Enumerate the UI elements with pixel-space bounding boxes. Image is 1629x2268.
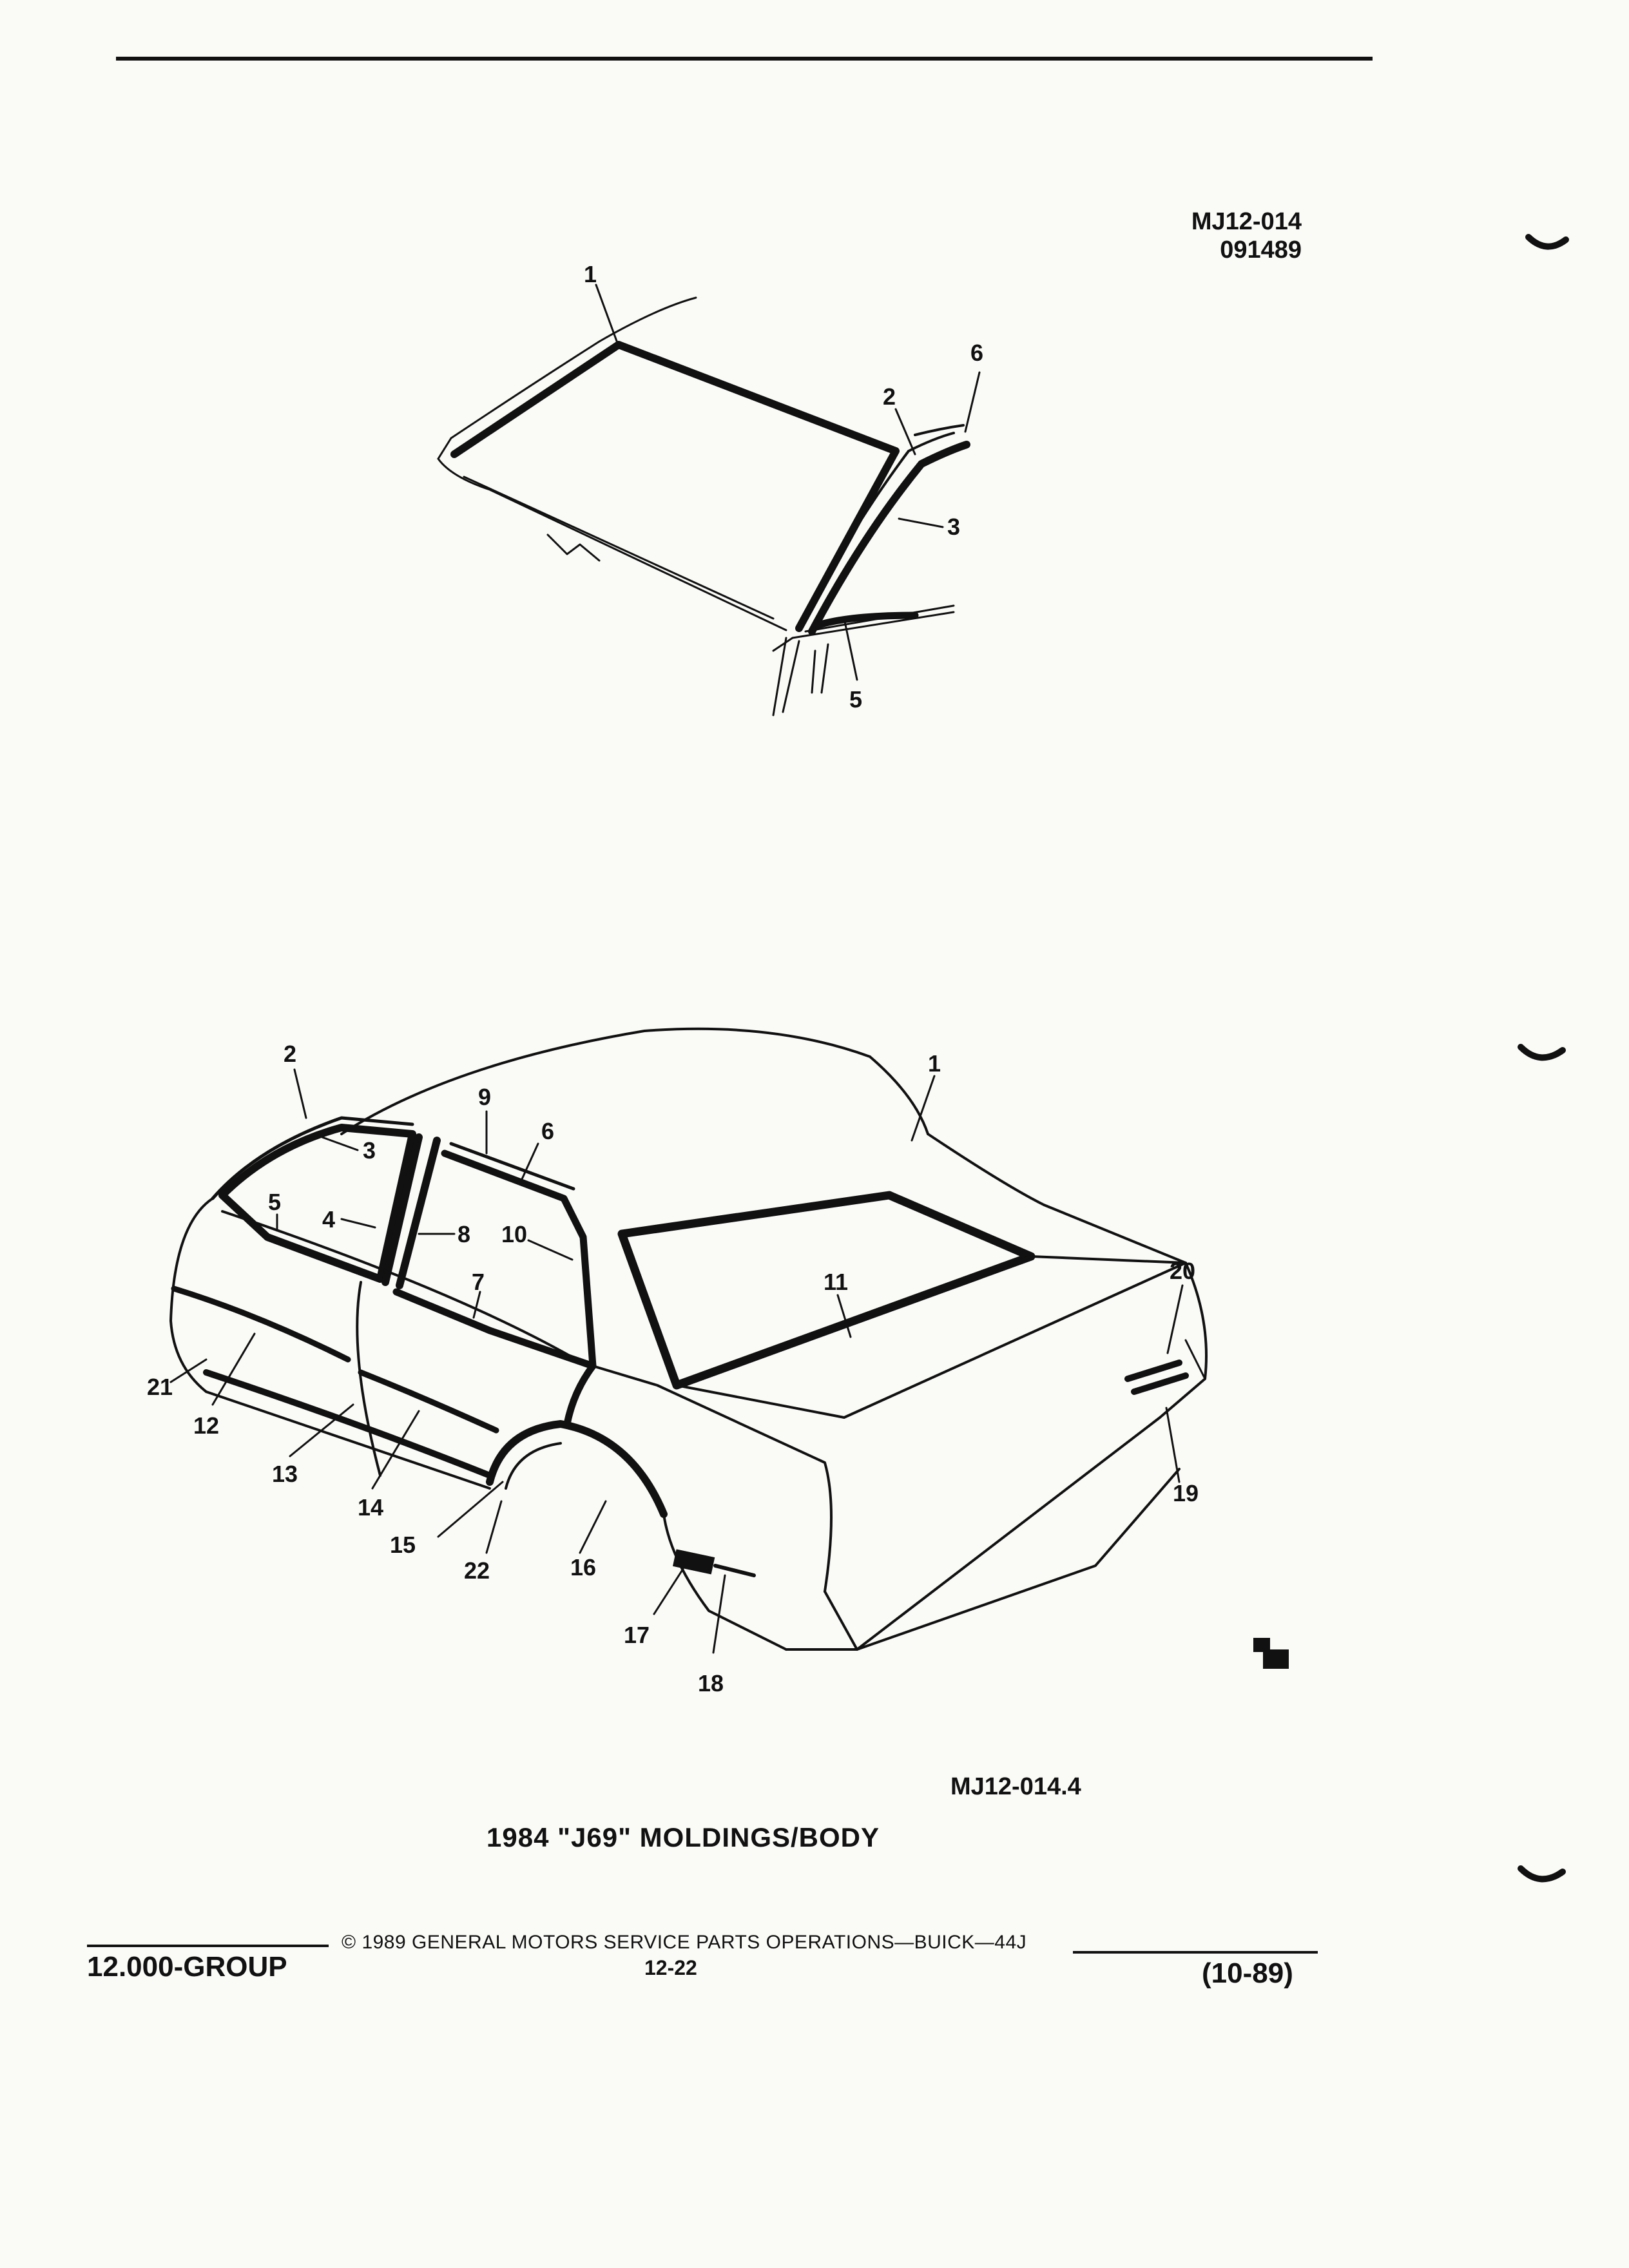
footer-rule-left <box>87 1945 329 1947</box>
drawing-code: MJ12-014 <box>1191 208 1302 235</box>
callout-8: 8 <box>458 1221 470 1247</box>
callout-14: 14 <box>358 1494 383 1521</box>
callout-22: 22 <box>464 1557 490 1584</box>
callout-9: 9 <box>478 1084 491 1110</box>
copyright-line: © 1989 GENERAL MOTORS SERVICE PARTS OPER… <box>342 1932 1027 1953</box>
group-label: 12.000-GROUP <box>87 1951 287 1983</box>
cu-monogram <box>1253 1638 1289 1669</box>
callout-2: 2 <box>883 383 896 410</box>
callout-17: 17 <box>624 1622 650 1648</box>
windshield-detail <box>437 296 970 716</box>
callout-5: 5 <box>849 686 862 713</box>
callout-12: 12 <box>193 1412 219 1439</box>
callout-6: 6 <box>541 1118 554 1144</box>
footer-rule-right <box>1073 1951 1318 1954</box>
callout-5: 5 <box>268 1189 281 1215</box>
windshield-callouts: 1 2 6 3 5 <box>584 261 983 713</box>
body-callouts: 2 9 6 3 5 4 8 10 7 1 11 20 21 12 13 14 1… <box>147 1041 1199 1696</box>
header-code-block: MJ12-014 091489 <box>1095 207 1302 264</box>
callout-10: 10 <box>501 1221 527 1247</box>
body-leaders <box>169 1068 1184 1654</box>
callout-15: 15 <box>390 1532 416 1558</box>
callout-3: 3 <box>363 1137 376 1164</box>
callout-16: 16 <box>570 1554 596 1581</box>
windshield-leaders <box>595 284 981 681</box>
top-rule <box>116 57 1373 61</box>
callout-7: 7 <box>472 1269 485 1295</box>
callout-3: 3 <box>947 514 960 540</box>
page-number: 12-22 <box>644 1956 697 1979</box>
callout-18: 18 <box>698 1670 724 1696</box>
reference-code: MJ12-014.4 <box>950 1773 1081 1800</box>
callout-13: 13 <box>272 1461 298 1487</box>
revision-date: (10-89) <box>1202 1957 1293 1989</box>
callout-1: 1 <box>584 261 597 287</box>
callout-6: 6 <box>970 340 983 366</box>
callout-11: 11 <box>824 1269 848 1295</box>
callout-21: 21 <box>147 1374 173 1400</box>
callout-20: 20 <box>1170 1258 1195 1284</box>
callout-1: 1 <box>928 1050 941 1077</box>
callout-2: 2 <box>284 1041 296 1067</box>
drawing-number: 091489 <box>1220 236 1302 264</box>
callout-19: 19 <box>1173 1480 1199 1506</box>
callout-4: 4 <box>322 1206 335 1233</box>
page-caption: 1984 "J69" MOLDINGS/BODY <box>487 1822 880 1852</box>
car-body-detail <box>169 1027 1208 1651</box>
